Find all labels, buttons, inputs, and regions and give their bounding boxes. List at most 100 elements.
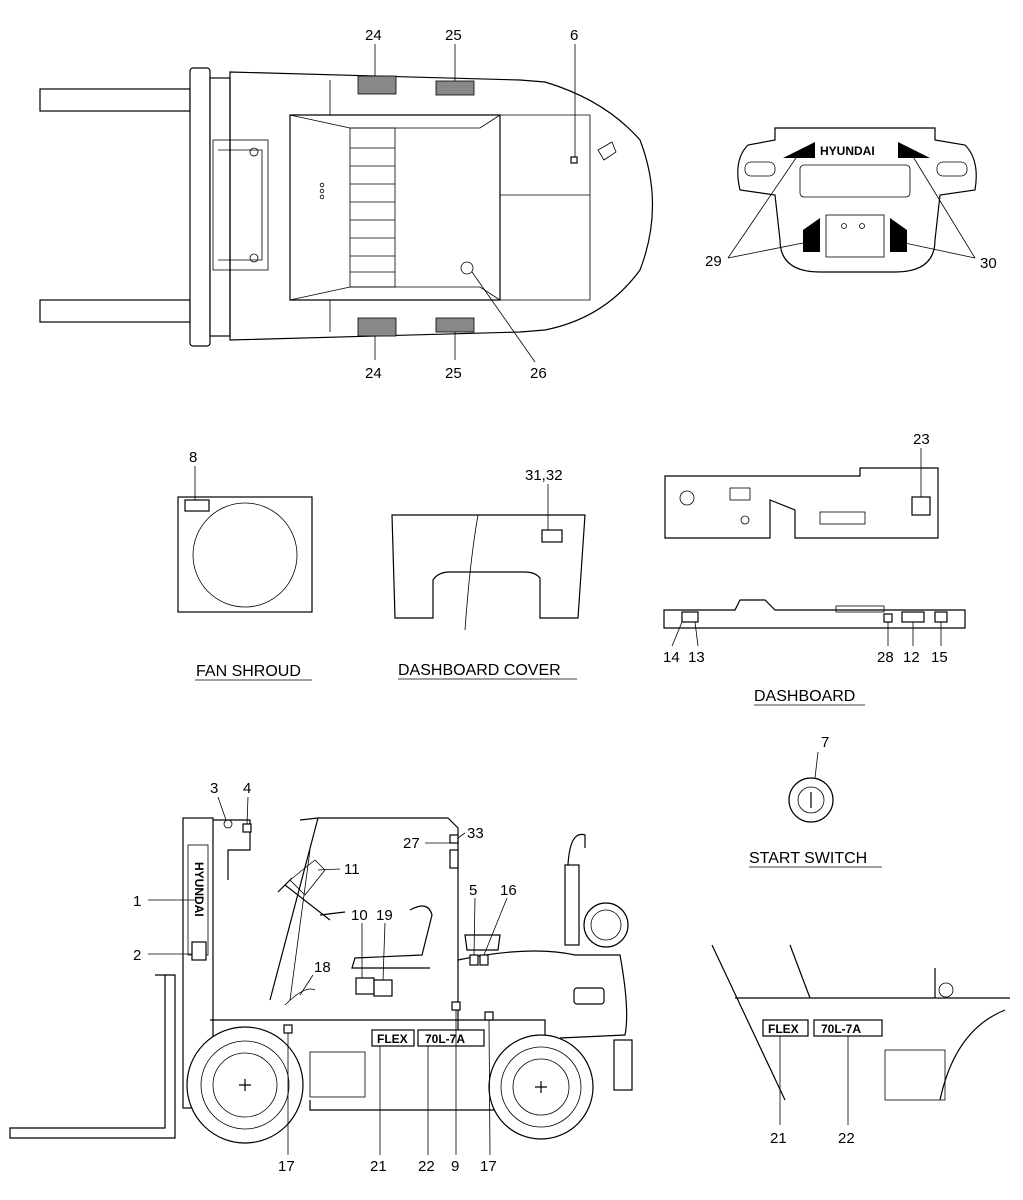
- leader-7: [814, 751, 819, 779]
- callout-det-21: 21: [770, 1130, 787, 1147]
- dash-leaders: [671, 621, 942, 647]
- dashboard: 23 14 13 28 12 15 DASHBOARD: [663, 431, 966, 706]
- callout-29: 29: [705, 253, 722, 270]
- side-lpg-tank: [583, 902, 629, 948]
- callout-24-bottom: 24: [365, 365, 382, 382]
- dash-knob: [679, 490, 695, 506]
- side-rear-axle-mark: [535, 1081, 547, 1093]
- rear-hitch: [825, 214, 885, 258]
- side-leaders: [148, 796, 508, 1156]
- callout-det-22: 22: [838, 1130, 855, 1147]
- callout-11: 11: [344, 861, 360, 878]
- mast-bracket: [218, 149, 263, 261]
- side-model-badge-box: [417, 1029, 485, 1047]
- side-step: [309, 1051, 366, 1098]
- hitch-hole-right: [859, 223, 865, 229]
- decal-26-top: [460, 261, 474, 275]
- detail-diagonal-2: [789, 944, 811, 999]
- carriage: [189, 67, 211, 347]
- callout-8: 8: [189, 449, 197, 466]
- decal-25-bottom: [435, 317, 475, 333]
- side-steering: [277, 877, 346, 921]
- stripe-30-lower: [890, 218, 907, 252]
- callout-30: 30: [980, 255, 997, 272]
- rear-leaders: [727, 154, 976, 259]
- dashboard-panel-upper: [664, 467, 939, 539]
- side-exhaust: [564, 864, 580, 946]
- mast-crossmember: [212, 139, 269, 271]
- start-switch-caption: START SWITCH: [749, 850, 867, 867]
- side-view: HYUNDAI FLEX 70L-7A: [9, 780, 633, 1175]
- callout-27: 27: [403, 835, 420, 852]
- side-exhaust-pipe: [567, 833, 586, 866]
- switch-core: [797, 786, 825, 814]
- decal-16: [479, 954, 489, 966]
- top-view: 24 25 6 24 25 26: [39, 27, 654, 382]
- side-guard-inner: [289, 849, 311, 1001]
- decal-10: [355, 977, 375, 995]
- fork-upper: [39, 88, 191, 112]
- fan-shroud: 8 FAN SHROUD: [177, 449, 313, 681]
- mast-bolt-upper: [249, 147, 259, 157]
- guard-slats: [349, 127, 396, 288]
- seat-handle: [597, 141, 617, 161]
- callout-17-front: 17: [278, 1158, 295, 1175]
- callout-3: 3: [210, 780, 218, 797]
- detail-model-badge: 70L-7A: [821, 1022, 861, 1036]
- rear-lamp-right: [936, 161, 968, 177]
- side-overhead-guard: [299, 817, 459, 1030]
- detail-diagonal: [711, 944, 786, 1101]
- badge-detail: FLEX 70L-7A 21 22: [711, 944, 1010, 1147]
- decal-15: [934, 611, 948, 623]
- callout-25-top: 25: [445, 27, 462, 44]
- decal-31-32: [541, 529, 563, 543]
- guard-top-rail: [289, 114, 501, 129]
- side-guard-front-post: [269, 817, 319, 1001]
- decal-8: [184, 499, 210, 512]
- callout-15: 15: [931, 649, 948, 666]
- decal-9: [451, 1001, 461, 1011]
- decal-2: [191, 941, 207, 961]
- side-rear-bumper: [613, 1039, 633, 1091]
- decal-27: [449, 849, 459, 869]
- callout-19: 19: [376, 907, 393, 924]
- rear-counterweight: [737, 127, 977, 273]
- decal-18-handle: [284, 988, 316, 1006]
- decal-24-top: [357, 75, 397, 95]
- fan-opening: [192, 502, 298, 608]
- stripe-29-upper: [783, 142, 815, 158]
- rear-plate: [799, 164, 911, 198]
- callout-26: 26: [530, 365, 547, 382]
- side-lpg-tank-inner: [590, 909, 622, 941]
- callout-16: 16: [500, 882, 517, 899]
- decal-5: [469, 954, 479, 966]
- decal-12: [901, 611, 925, 623]
- side-handle: [573, 987, 605, 1005]
- detail-flex-badge-box: [762, 1019, 809, 1037]
- callout-18: 18: [314, 959, 331, 976]
- dashboard-caption: DASHBOARD: [754, 688, 855, 705]
- callout-1: 1: [133, 893, 141, 910]
- stripe-29-lower: [803, 218, 820, 252]
- dash-switch-block: [729, 487, 751, 501]
- callout-17-rear: 17: [480, 1158, 497, 1175]
- fan-shroud-caption: FAN SHROUD: [196, 663, 301, 680]
- dash-vent: [835, 605, 885, 613]
- callout-23: 23: [913, 431, 930, 448]
- side-front-wheel-hub: [212, 1052, 278, 1118]
- decal-3: [223, 819, 233, 829]
- callout-22: 22: [418, 1158, 435, 1175]
- callout-31-32: 31,32: [525, 467, 563, 484]
- fork-lower: [39, 299, 191, 323]
- callout-10: 10: [351, 907, 368, 924]
- side-mast-bracket: [213, 819, 251, 880]
- callout-2: 2: [133, 947, 141, 964]
- side-model-badge: 70L-7A: [425, 1032, 465, 1046]
- top-leaders: [374, 44, 576, 363]
- decal-6-top: [570, 156, 578, 164]
- callout-13: 13: [688, 649, 705, 666]
- decal-28: [883, 613, 893, 623]
- cover-outline: [391, 514, 586, 619]
- mast-hyundai-text: HYUNDAI: [192, 862, 206, 917]
- body-outline: [229, 71, 654, 341]
